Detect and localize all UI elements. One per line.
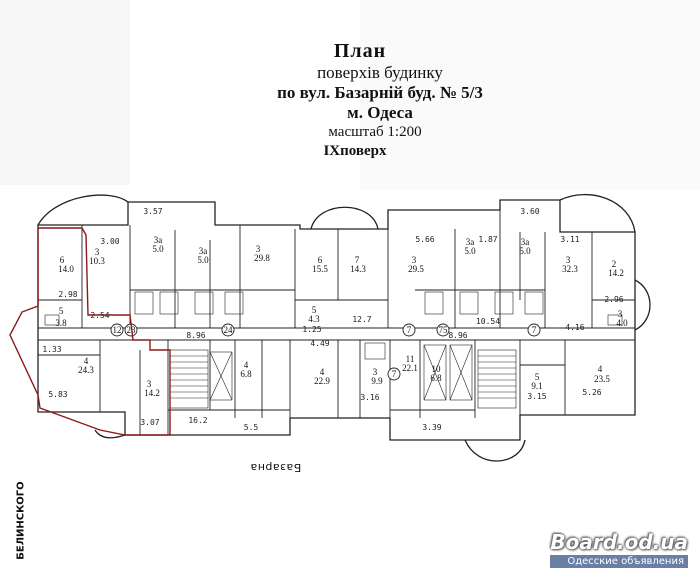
room-area: 14.3 <box>350 264 366 274</box>
room-area: 4.3 <box>308 314 320 324</box>
room-area: 9.1 <box>531 381 542 391</box>
room-area: 5.0 <box>152 244 164 254</box>
room-number: 6 <box>318 255 323 265</box>
dimension-label: 2.54 <box>90 311 109 320</box>
watermark-caption: Одесские объявления <box>550 555 688 568</box>
dimension-label: 3.57 <box>143 207 162 216</box>
room-number: 7 <box>355 255 360 265</box>
room-area: 14.0 <box>58 264 74 274</box>
room-area: 9.9 <box>371 376 383 386</box>
room-number: 5 <box>59 306 64 316</box>
marker-label: 75 <box>439 325 449 335</box>
dimension-label: 5.83 <box>48 390 67 399</box>
room-area: 10.3 <box>89 256 105 266</box>
room-area: 14.2 <box>144 388 160 398</box>
dimension-label: 8.96 <box>448 331 467 340</box>
room-area: 6.8 <box>430 373 442 383</box>
highlighted-apartment-outline <box>9 227 171 436</box>
street-name-side: БЕЛИНСКОГО <box>15 481 27 560</box>
room-number: 3 <box>618 309 623 319</box>
room-number: 3 <box>256 244 261 254</box>
dimension-label: 16.2 <box>188 416 207 425</box>
room-number: 5 <box>312 305 317 315</box>
plan-scale: масштаб 1:200 <box>328 124 422 140</box>
room-number: 10 <box>432 364 442 374</box>
dimension-label: 3.15 <box>527 392 546 401</box>
marker-label: 7 <box>407 325 412 335</box>
dimension-label: 1.25 <box>302 325 321 334</box>
dimension-label: 3.16 <box>360 393 379 402</box>
marker-label: 24 <box>224 325 234 335</box>
plan-address: по вул. Базарній буд. № 5/3 <box>277 83 483 102</box>
watermark-site: Board.od.ua <box>550 530 688 554</box>
dimension-label: 4.49 <box>310 339 329 348</box>
plan-title-block: План поверхів будинку по вул. Базарній б… <box>150 40 570 161</box>
room-area: 5.0 <box>519 246 531 256</box>
room-area: 22.9 <box>314 376 330 386</box>
room-number: 3a <box>154 235 163 245</box>
dimension-label: 10.54 <box>476 317 500 326</box>
room-number: 3 <box>147 379 152 389</box>
room-area: 24.3 <box>78 365 94 375</box>
dimension-label: 3.39 <box>422 423 441 432</box>
room-number: 4 <box>320 367 325 377</box>
room-number: 3a <box>466 237 475 247</box>
room-number: 2 <box>612 259 617 269</box>
room-number: 6 <box>60 255 65 265</box>
dimension-label: 1.33 <box>42 345 61 354</box>
room-area: 5.0 <box>197 255 209 265</box>
room-area: 15.5 <box>312 264 328 274</box>
room-area: 3.8 <box>55 318 67 328</box>
room-number: 3a <box>521 237 530 247</box>
marker-label: 12 <box>113 325 122 335</box>
scan-background <box>360 0 700 190</box>
dimension-label: 5.26 <box>582 388 601 397</box>
dimension-label: 12.7 <box>352 315 371 324</box>
room-area: 4.0 <box>616 318 628 328</box>
dimension-label: 3.11 <box>560 235 579 244</box>
room-number: 4 <box>598 364 603 374</box>
room-number: 3a <box>199 246 208 256</box>
room-number: 3 <box>412 255 417 265</box>
plan-floor: IXповерх <box>323 143 387 159</box>
plan-subtitle: поверхів будинку <box>317 63 443 82</box>
street-name-bottom: Базарна <box>250 461 302 474</box>
dimension-label: 3.07 <box>140 418 159 427</box>
room-area: 14.2 <box>608 268 624 278</box>
room-number: 4 <box>244 360 249 370</box>
room-number: 3 <box>566 255 571 265</box>
plan-title: План <box>333 40 387 62</box>
dimension-label: 1.87 <box>478 235 497 244</box>
room-area: 29.8 <box>254 253 270 263</box>
dimension-label: 3.60 <box>520 207 539 216</box>
dimension-label: 5.66 <box>415 235 434 244</box>
room-area: 29.5 <box>408 264 424 274</box>
dimension-label: 2.96 <box>604 295 623 304</box>
room-area: 5.0 <box>464 246 476 256</box>
room-area: 32.3 <box>562 264 578 274</box>
dimension-label: 5.5 <box>244 423 259 432</box>
dimension-label: 2.98 <box>58 290 77 299</box>
scan-background <box>0 0 130 185</box>
room-area: 6.8 <box>240 369 252 379</box>
dimension-label: 4.16 <box>565 323 584 332</box>
plan-city: м. Одеса <box>347 103 413 122</box>
room-number: 5 <box>535 372 540 382</box>
room-number: 3 <box>373 367 378 377</box>
dimension-label: 8.96 <box>186 331 205 340</box>
watermark: Board.od.ua Одесские объявления <box>550 530 688 568</box>
room-number: 3 <box>95 247 100 257</box>
dimension-label: 3.00 <box>100 237 119 246</box>
room-number: 4 <box>84 356 89 366</box>
room-area: 22.1 <box>402 363 418 373</box>
marker-label: 7 <box>392 369 397 379</box>
marker-label: 7 <box>532 325 537 335</box>
room-area: 23.5 <box>594 374 610 384</box>
room-number: 11 <box>406 354 415 364</box>
